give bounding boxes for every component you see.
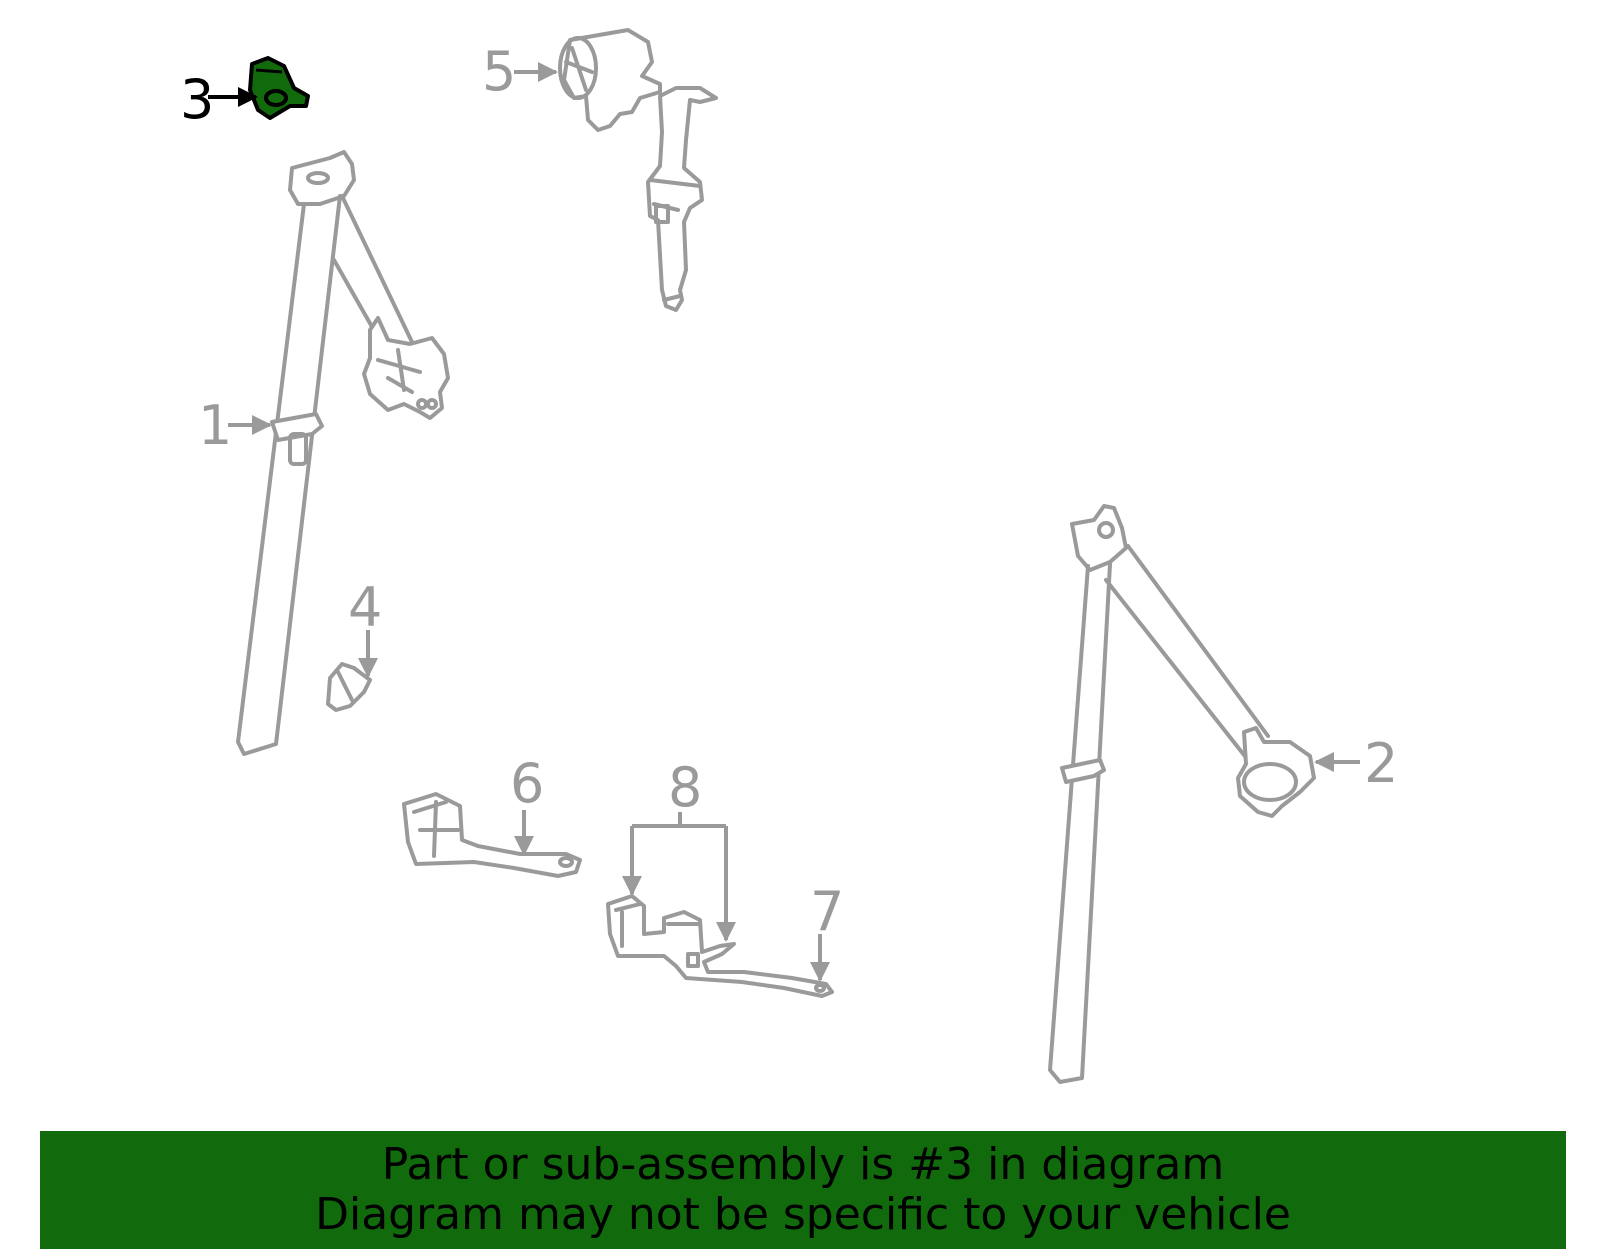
callout-6: 6: [510, 752, 544, 856]
banner-line-1: Part or sub-assembly is #3 in diagram: [381, 1139, 1225, 1190]
part-3-highlighted[interactable]: [248, 56, 310, 120]
part-5-retractor[interactable]: [558, 28, 718, 312]
callout-3: 3: [180, 68, 258, 131]
callout-6-label: 6: [510, 752, 544, 815]
callout-1-label: 1: [198, 394, 232, 457]
callout-8-label: 8: [668, 756, 702, 819]
callout-8: 8: [622, 756, 736, 942]
banner-line-2: Diagram may not be specific to your vehi…: [315, 1189, 1291, 1240]
part-4-cap[interactable]: [326, 662, 372, 712]
callout-7: 7: [810, 880, 844, 982]
part-2-belt-assembly[interactable]: [1048, 504, 1316, 1084]
callout-4: 4: [348, 576, 382, 678]
part-6-buckle[interactable]: [402, 792, 582, 878]
callout-2-label: 2: [1364, 732, 1398, 795]
part-1-belt-assembly[interactable]: [236, 150, 450, 756]
callout-5: 5: [482, 40, 558, 103]
info-banner: Part or sub-assembly is #3 in diagram Di…: [40, 1131, 1566, 1249]
part-7-8-buckle-assembly[interactable]: [606, 894, 834, 998]
callout-1: 1: [198, 394, 272, 457]
callout-7-label: 7: [810, 880, 844, 943]
callout-3-label: 3: [180, 68, 214, 131]
callout-4-label: 4: [348, 576, 382, 639]
callout-2: 2: [1314, 732, 1398, 795]
parts-diagram: 3 5 1 4: [180, 28, 1398, 1084]
callout-5-label: 5: [482, 40, 516, 103]
